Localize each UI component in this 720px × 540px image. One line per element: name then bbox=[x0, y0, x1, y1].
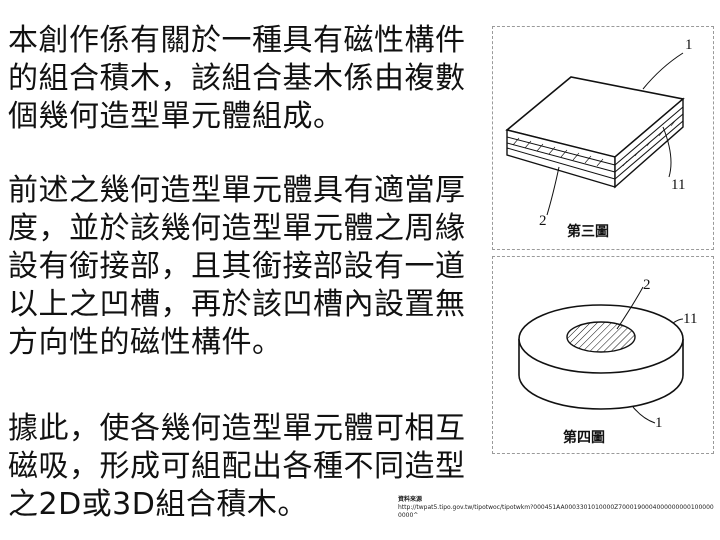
figure-4-caption: 第四圖 bbox=[563, 430, 605, 446]
paragraph-intro: 本創作係有關於一種具有磁性構件的組合積木，該組合基木係由複數個幾何造型單元體組成… bbox=[8, 23, 466, 134]
figure-4-label-1: 1 bbox=[655, 415, 663, 431]
figure-4-label-11: 11 bbox=[683, 311, 698, 327]
figure-4-cylinder-drawing bbox=[518, 286, 684, 424]
figure-3-block-drawing bbox=[505, 52, 685, 216]
figure-3-label-2: 2 bbox=[539, 213, 547, 229]
paragraph-structure: 前述之幾何造型單元體具有適當厚度，並於該幾何造型單元體之周緣設有銜接部，且其銜接… bbox=[8, 173, 466, 360]
source-title: 資料來源 bbox=[398, 496, 423, 503]
figure-3-panel: 1 11 2 第三圖 bbox=[492, 26, 714, 250]
figure-3-label-1: 1 bbox=[685, 37, 693, 53]
figure-4-label-2: 2 bbox=[643, 277, 651, 293]
figure-3-caption: 第三圖 bbox=[567, 224, 609, 240]
figure-3-label-11: 11 bbox=[671, 177, 686, 193]
source-url[interactable]: http://twpat5.tipo.gov.tw/tipotwoc/tipot… bbox=[398, 504, 714, 519]
paragraph-result: 據此，使各幾何造型單元體可相互磁吸，形成可組配出各種不同造型之2D或3D組合積木… bbox=[8, 411, 466, 522]
figure-4-panel: 2 11 1 第四圖 bbox=[492, 256, 714, 454]
source-citation: 資料來源 http://twpat5.tipo.gov.tw/tipotwoc/… bbox=[398, 496, 716, 520]
